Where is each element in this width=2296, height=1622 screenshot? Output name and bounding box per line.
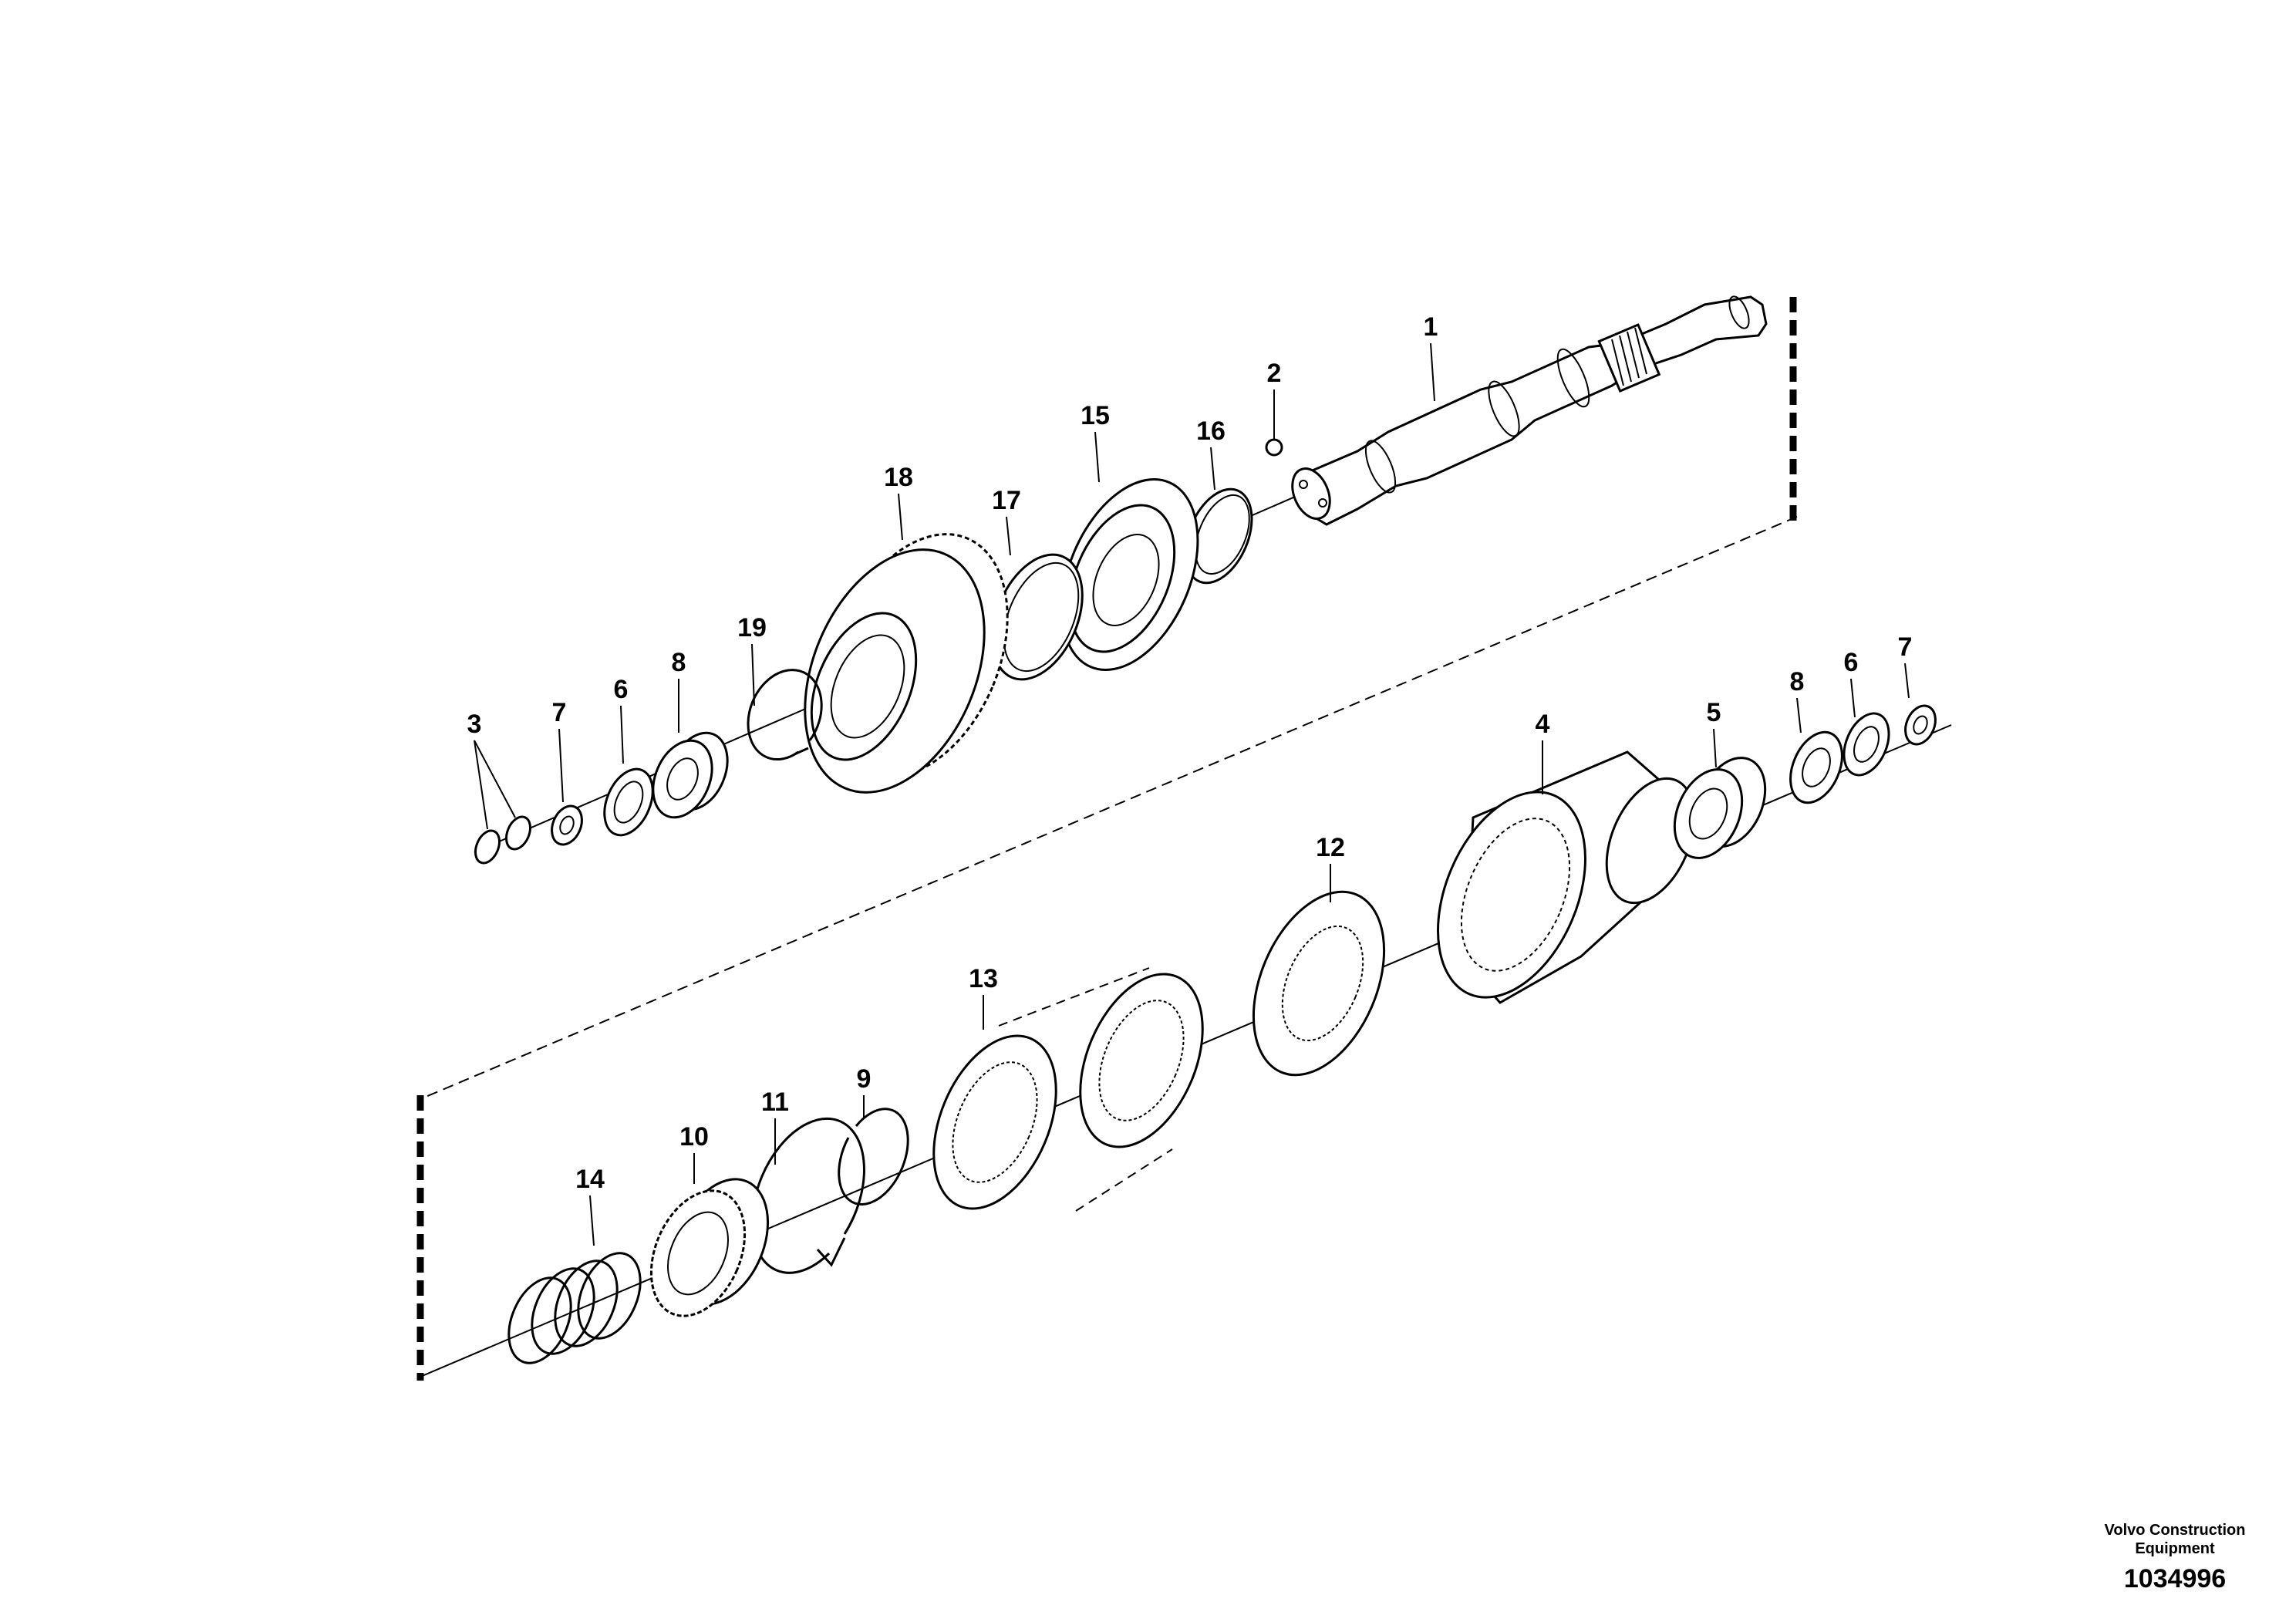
callout-4: 4 bbox=[1536, 710, 1550, 739]
part-6-washer-upper bbox=[603, 767, 654, 837]
footer-drawing-number: 1034996 bbox=[2124, 1564, 2226, 1593]
callout-11: 11 bbox=[761, 1088, 789, 1117]
footer-block: Volvo Construction Equipment 1034996 bbox=[2105, 1522, 2246, 1593]
part-7-nut-upper bbox=[551, 804, 583, 846]
part-6-washer-lower bbox=[1843, 712, 1890, 777]
callout-17: 17 bbox=[992, 486, 1021, 515]
callout-6-upper: 6 bbox=[614, 675, 629, 704]
part-15-thrust-washer bbox=[1060, 478, 1199, 671]
footer-company-line2: Equipment bbox=[2135, 1540, 2215, 1557]
part-8-bearing-upper bbox=[652, 731, 729, 819]
callout-8-lower: 8 bbox=[1790, 667, 1805, 696]
part-9-snap-ring bbox=[838, 1108, 909, 1206]
part-18-large-gear bbox=[804, 533, 1009, 794]
callout-2: 2 bbox=[1267, 359, 1282, 388]
part-7-nut-lower bbox=[1904, 704, 1937, 746]
part-2-ball bbox=[1265, 438, 1283, 457]
part-13-disc-pack bbox=[932, 967, 1204, 1212]
callout-1: 1 bbox=[1424, 312, 1438, 342]
part-14-spring bbox=[507, 1252, 642, 1364]
part-19-snap-ring bbox=[747, 669, 823, 760]
part-17-ring bbox=[991, 553, 1084, 681]
leader-lines bbox=[474, 342, 1910, 1246]
part-3-o-rings bbox=[474, 815, 531, 865]
callout-13: 13 bbox=[969, 964, 998, 993]
callout-6-lower: 6 bbox=[1844, 648, 1859, 677]
connecting-dashed-line bbox=[416, 297, 1798, 1381]
part-1-main-shaft bbox=[1291, 295, 1768, 526]
callout-14: 14 bbox=[575, 1165, 605, 1194]
callout-5: 5 bbox=[1707, 698, 1721, 727]
part-10-splined-hub bbox=[649, 1178, 770, 1317]
part-4-drum-gear bbox=[1437, 750, 1696, 1004]
callout-19: 19 bbox=[737, 613, 767, 642]
part-8-bearing-lower bbox=[1789, 730, 1843, 804]
callout-3: 3 bbox=[467, 710, 482, 739]
callout-7-lower: 7 bbox=[1898, 632, 1913, 662]
callout-labels: 1 2 3 4 5 6 6 7 7 8 8 9 10 11 12 13 14 1… bbox=[467, 312, 1913, 1194]
callout-10: 10 bbox=[679, 1122, 709, 1152]
callout-15: 15 bbox=[1081, 401, 1110, 430]
footer-company-line1: Volvo Construction bbox=[2105, 1522, 2246, 1539]
part-5-bearing bbox=[1673, 757, 1767, 859]
callout-18: 18 bbox=[884, 463, 913, 492]
callout-8-upper: 8 bbox=[672, 648, 686, 677]
callout-7-upper: 7 bbox=[552, 698, 567, 727]
callout-9: 9 bbox=[857, 1064, 872, 1094]
callout-16: 16 bbox=[1196, 416, 1226, 446]
part-12-friction-disc bbox=[1252, 890, 1386, 1077]
part-11-circlip bbox=[750, 1117, 865, 1274]
callout-12: 12 bbox=[1316, 833, 1345, 862]
